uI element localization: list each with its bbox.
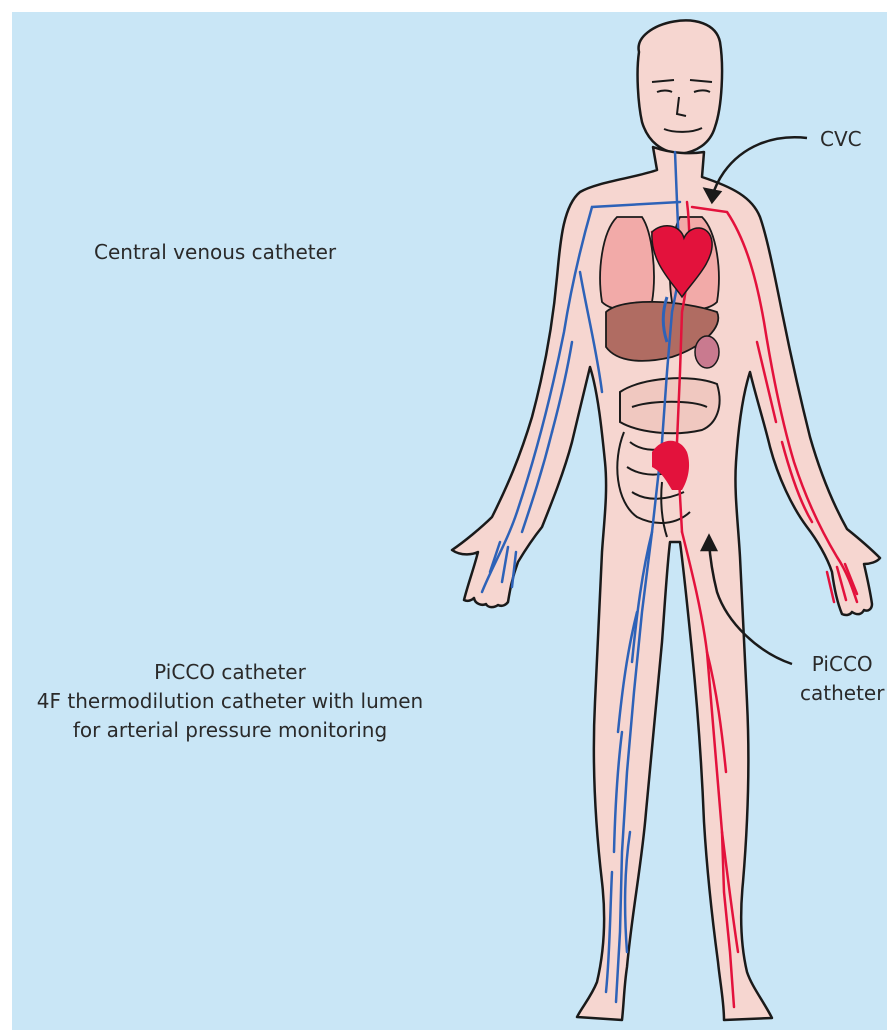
cvc-pointer-arrow (705, 137, 807, 202)
picco-description-line-2: 4F thermodilution catheter with lumen (12, 687, 448, 716)
human-body-figure (12, 12, 887, 1030)
kidney (695, 336, 719, 368)
picco-pointer-line-2: catheter (800, 679, 884, 708)
cvc-description-label: Central venous catheter (94, 238, 336, 267)
picco-description-line-3: for arterial pressure monitoring (12, 716, 448, 745)
picco-description-label: PiCCO catheter 4F thermodilution cathete… (12, 658, 448, 745)
cvc-pointer-label: CVC (820, 125, 862, 154)
diagram-canvas: Central venous catheter PiCCO catheter 4… (12, 12, 887, 1030)
picco-pointer-line-1: PiCCO (800, 650, 884, 679)
body-silhouette (452, 20, 880, 1020)
picco-pointer-label: PiCCO catheter (800, 650, 884, 708)
picco-description-line-1: PiCCO catheter (12, 658, 448, 687)
